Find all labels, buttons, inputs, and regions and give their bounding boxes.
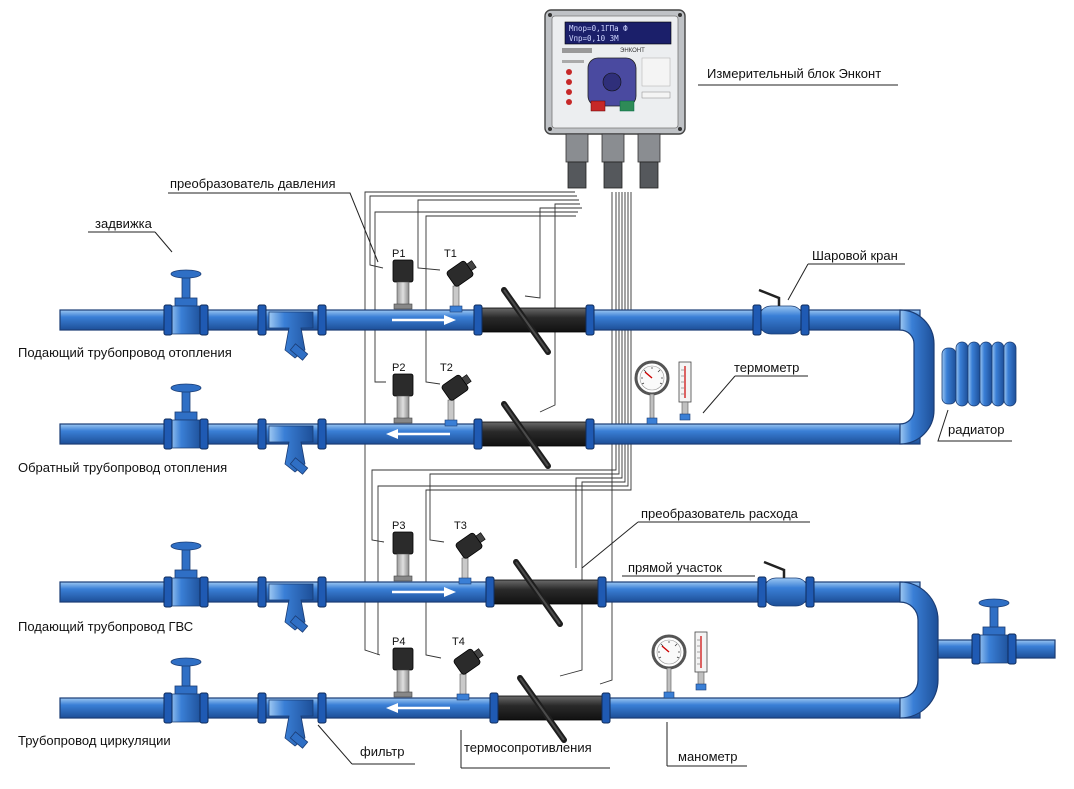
label-t3: T3 [454,520,467,532]
label-t1: T1 [444,248,457,260]
label-thermometer: термометр [734,360,799,375]
label-measuring-unit: Измерительный блок Энконт [707,66,881,81]
manometer-2 [651,634,687,700]
thermometer-2 [694,631,708,691]
temp-sensor-t3 [454,528,489,585]
pressure-sensor-p3 [392,531,414,582]
flow-meter-3 [486,562,606,624]
radiator [941,341,1017,407]
label-gate-valve: задвижка [95,216,153,231]
temp-sensor-t4 [452,644,487,701]
ball-valve-1 [753,290,809,335]
filter-4 [268,699,314,749]
drain-valve [972,599,1016,664]
temp-sensor-t2 [440,370,475,427]
label-hw-supply: Подающий трубопровод ГВС [18,619,193,634]
pressure-sensor-p1 [392,259,414,310]
device-screen-line1: Мпор=0,1ГПа Ф [569,24,628,33]
filter-2 [268,425,314,475]
device-screen [564,21,672,45]
filter-1 [268,311,314,361]
flow-meter-2 [474,404,594,466]
signal-wires [364,191,632,685]
label-straight-section: прямой участок [628,560,722,575]
label-flow-transducer: преобразователь расхода [641,506,799,521]
label-t4: T4 [452,636,465,648]
device-screen-line2: Vпр=0,10 3М [569,34,619,43]
label-radiator: радиатор [948,422,1005,437]
ball-valve-2 [758,562,814,607]
device-brand: ЭНКОНТ [620,48,645,54]
label-filter: фильтр [360,744,404,759]
label-thermoresistors: термосопротивления [464,740,592,755]
temp-sensor-t1 [445,256,480,313]
gate-valve-1 [164,270,208,335]
flow-meter-4 [490,678,610,740]
gate-valve-2 [164,384,208,449]
pressure-sensor-p2 [392,373,414,424]
label-heating-supply: Подающий трубопровод отопления [18,345,232,360]
label-t2: T2 [440,362,453,374]
label-p4: P4 [392,636,405,648]
callout-leaders [88,84,1012,769]
label-ball-valve: Шаровой кран [812,248,898,263]
measuring-unit: Мпор=0,1ГПа Ф Vпр=0,10 3М ЭНКОНТ [544,9,686,189]
gate-valve-4 [164,658,208,723]
filter-3 [268,583,314,633]
label-pressure-transducer: преобразователь давления [170,176,336,191]
label-p1: P1 [392,248,405,260]
label-p2: P2 [392,362,405,374]
label-manometer: манометр [678,749,738,764]
label-heating-return: Обратный трубопровод отопления [18,460,227,475]
thermometer-1 [678,361,692,421]
pressure-sensor-p4 [392,647,414,698]
label-p3: P3 [392,520,405,532]
manometer-1 [634,360,670,426]
label-circulation: Трубопровод циркуляции [18,733,171,748]
labels: Измерительный блок Энконт преобразовател… [18,66,1005,764]
gate-valve-3 [164,542,208,607]
circulation-fittings [164,631,708,749]
flow-meter-1 [474,290,594,352]
cable-glands [565,133,661,189]
